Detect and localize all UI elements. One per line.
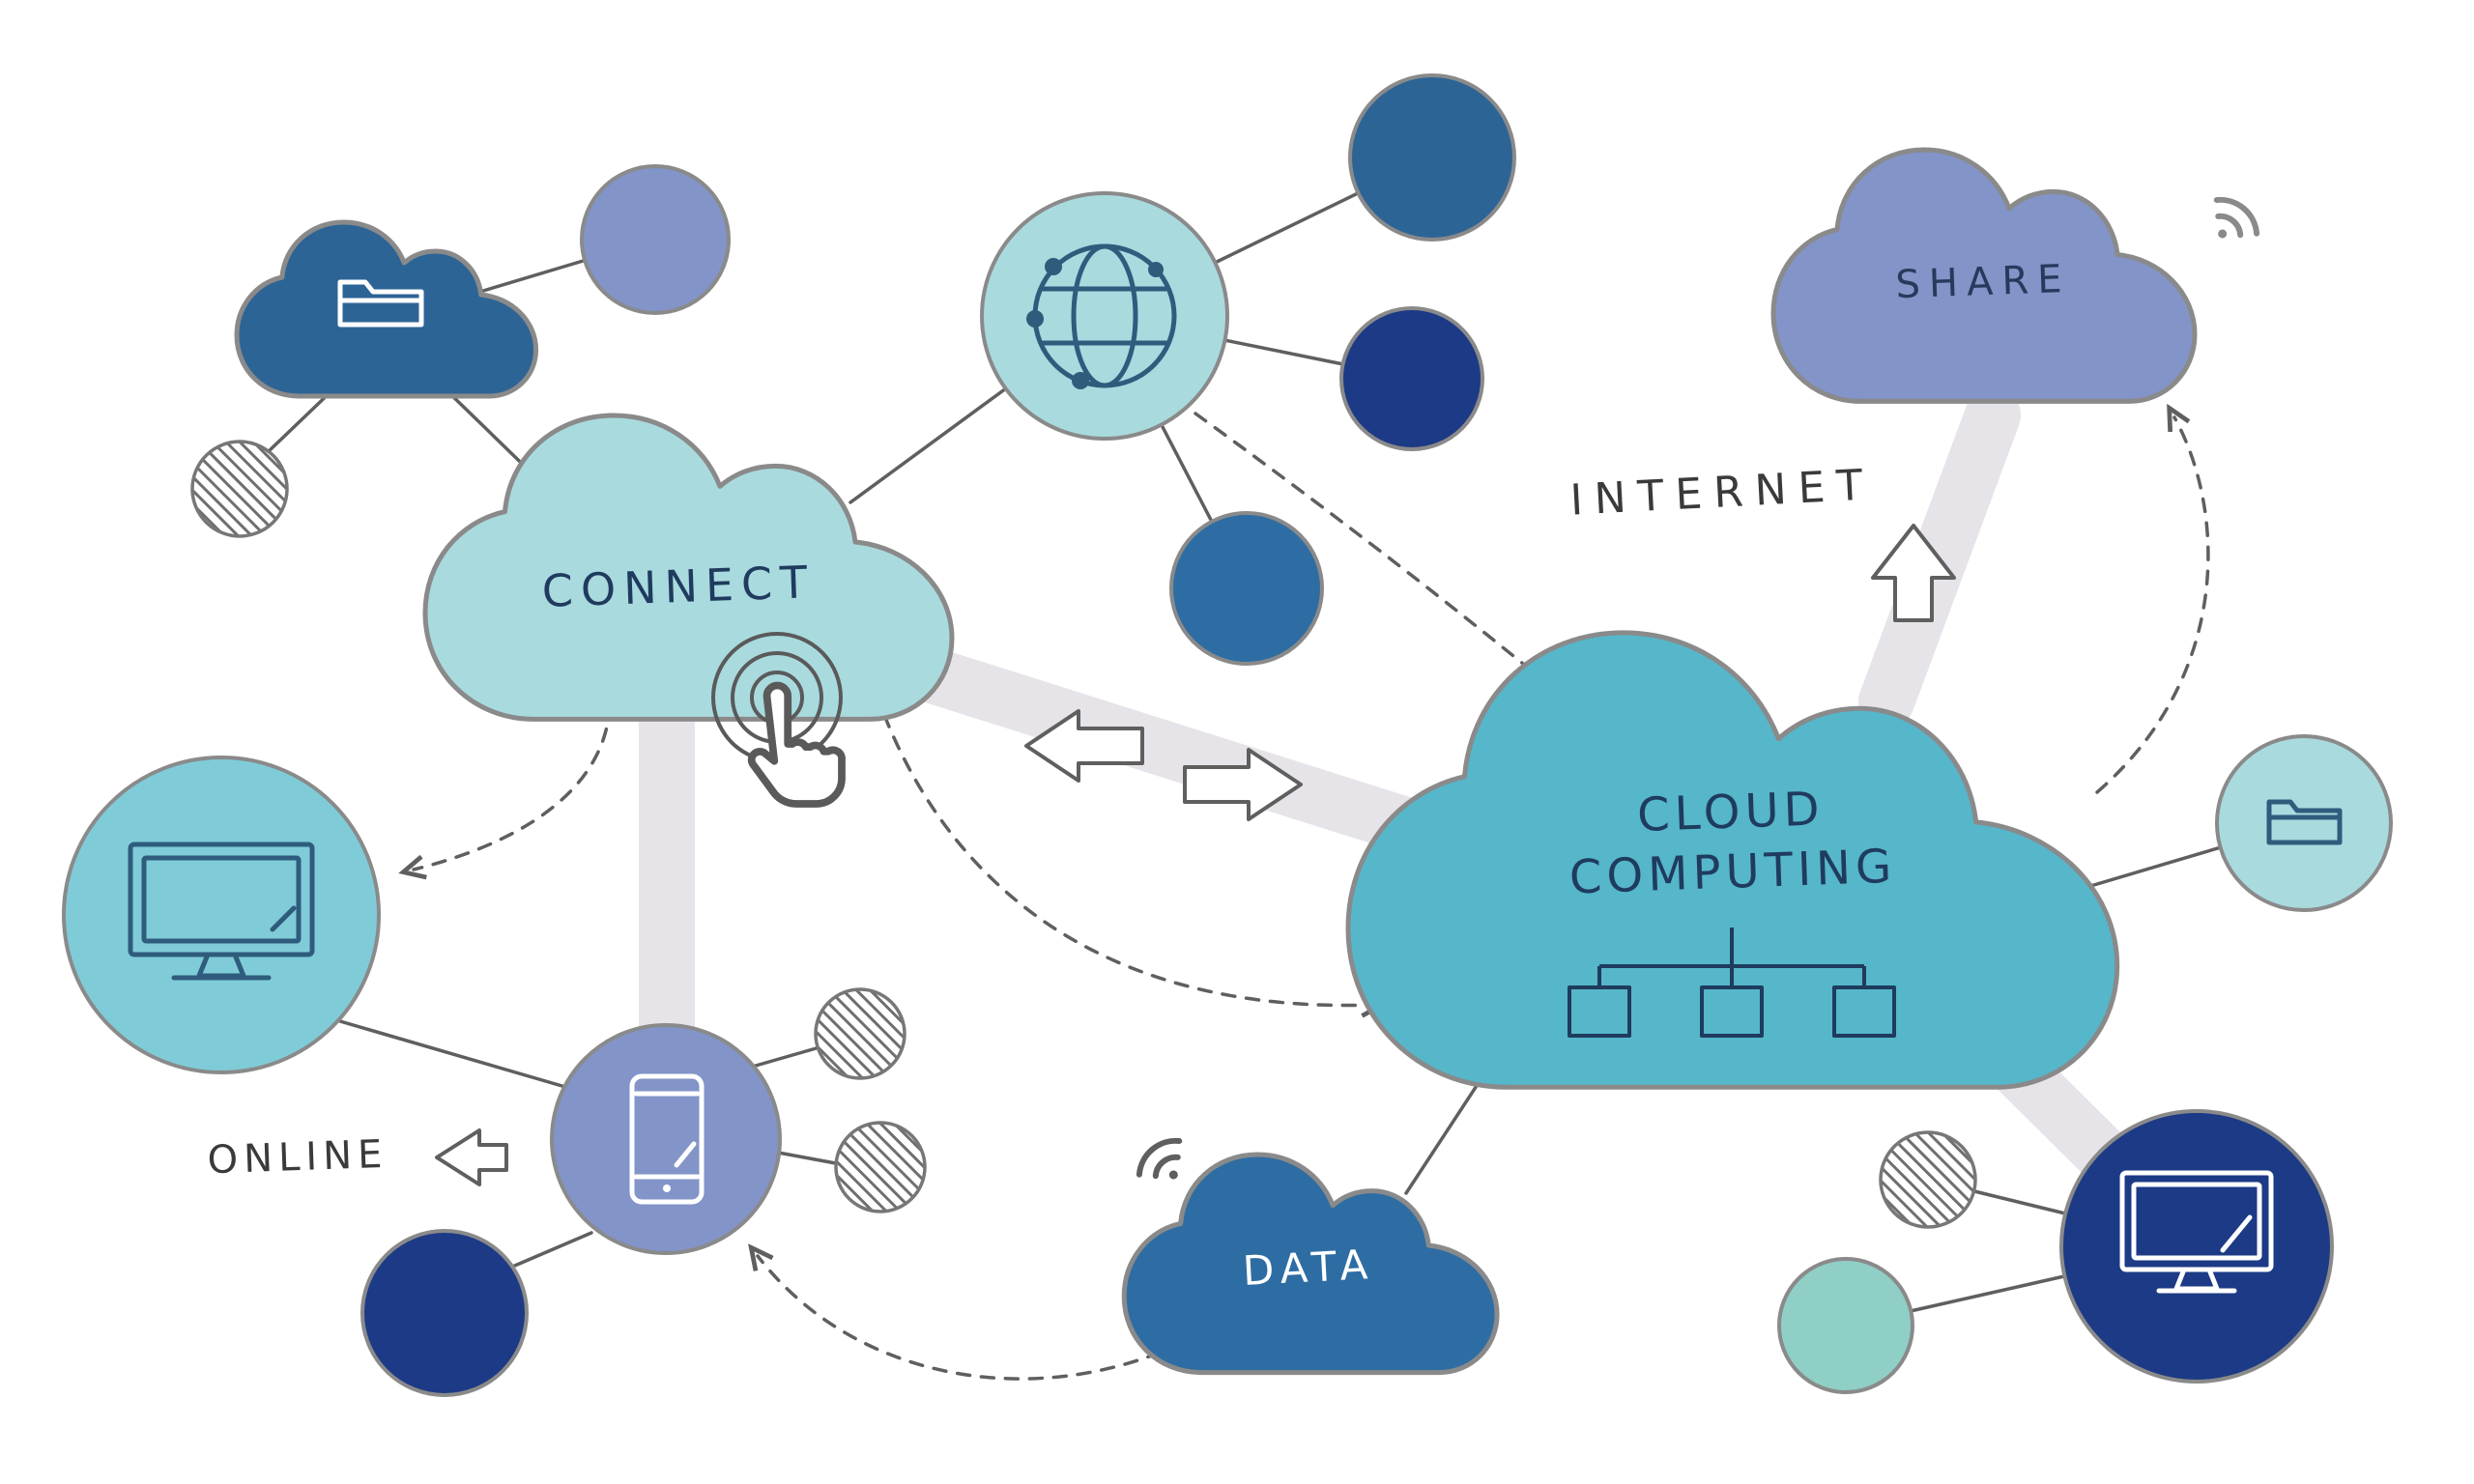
connect-cloud: [425, 415, 952, 719]
dashed-link-cloudcomputing-share: [2095, 417, 2210, 794]
online-label: ONLINE: [206, 1131, 389, 1184]
folder-cloud: [237, 222, 536, 396]
cloud-computing-label-line2: COMPUTING: [1568, 840, 1898, 905]
node-navy-circle: [1339, 306, 1484, 451]
double-arrow-icon: [1024, 709, 1303, 821]
arrow-left-icon: [435, 1128, 508, 1186]
connector-line: [331, 1017, 567, 1089]
icons-layer: [128, 196, 2343, 1294]
wifi-icon: [2213, 196, 2260, 239]
node-hatched-circle: [834, 1121, 927, 1213]
arrow-right-icon: [1183, 748, 1303, 821]
node-smartphone-circle: [550, 1023, 782, 1255]
data-cloud: [1124, 1155, 1497, 1373]
cloud-computing-label-line1: CLOUD: [1636, 782, 1826, 842]
connector-line: [747, 1043, 828, 1070]
node-periwinkle-circle: [580, 164, 731, 315]
arrow-up-icon: [1871, 524, 1956, 622]
folder-icon: [337, 279, 424, 328]
cloud-computing-cloud: [1348, 633, 2117, 1087]
node-teal-circle: [1777, 1257, 1914, 1394]
connector-line: [771, 1150, 843, 1166]
connector-line: [1160, 423, 1214, 524]
node-monitor-navy-circle: [2059, 1109, 2334, 1384]
connector-line: [1972, 1189, 2067, 1215]
share-label: SHARE: [1894, 256, 2072, 308]
connect-label: CONNECT: [540, 556, 817, 617]
dashed-links: [414, 412, 2210, 1381]
node-dark-blue-circle: [1348, 73, 1516, 242]
connector-line: [1909, 1274, 2066, 1313]
connector-line: [1223, 338, 1345, 366]
connector-line: [508, 1231, 593, 1270]
monitor-icon: [2119, 1170, 2274, 1294]
arrow-left-icon: [1024, 709, 1144, 783]
globe-icon: [1026, 243, 1177, 389]
node-hatched-circle: [190, 440, 289, 538]
dashed-link-globe-cloudcomputing: [1194, 412, 1540, 678]
connector-line: [2086, 845, 2223, 889]
dashed-link-data-phone: [758, 1256, 1162, 1381]
node-navy-circle: [360, 1229, 529, 1397]
node-folder-circle: [2215, 734, 2393, 912]
cloud-nodes: [237, 150, 2195, 1373]
node-medium-blue-circle: [1169, 511, 1324, 666]
circle-nodes: [62, 73, 2393, 1397]
monitor-icon: [128, 842, 315, 981]
data-label: DATA: [1241, 1240, 1376, 1296]
cursor-click-icon: [711, 632, 846, 808]
connector-line: [1213, 191, 1360, 265]
node-hatched-circle: [814, 987, 906, 1080]
dashed-link-connect-cloudcomputing: [882, 713, 1372, 1006]
hierarchy-icon: [1568, 928, 1896, 1038]
node-globe-circle: [980, 191, 1229, 441]
node-hatched-circle: [1879, 1130, 1977, 1229]
wifi-icon: [1136, 1137, 1183, 1180]
cloud-computing-label: CLOUD COMPUTING: [1567, 777, 1898, 909]
band-connect-cloudcomputing: [871, 637, 1458, 861]
share-cloud: [1773, 150, 2195, 401]
connector-line: [849, 386, 1008, 504]
smartphone-icon: [629, 1073, 705, 1205]
folder-icon: [2266, 799, 2343, 845]
node-monitor-circle: [62, 756, 381, 1074]
